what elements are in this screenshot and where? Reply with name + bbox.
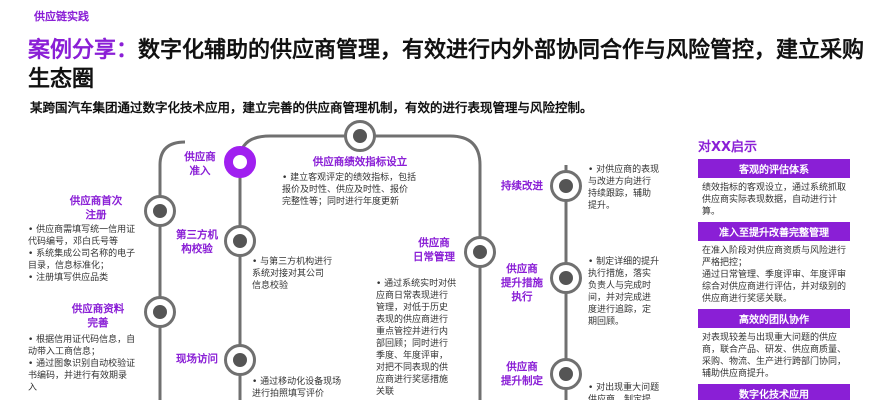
label-upgrade: 供应商 提升措施 执行 [501,263,543,303]
node-complete [144,296,176,328]
node-upgrade [550,262,582,294]
panel-heading-1: 客观的评估体系 [698,159,850,178]
node-plan [550,358,582,390]
panel-body-3: 对表现较差与出现重大问题的供应商，联合产品、研发、供应商质量、采购、物流、生产进… [702,333,847,379]
node-visit [224,344,256,376]
label-plan: 供应商 提升制定 [501,361,543,387]
title-rest: 数字化辅助的供应商管理，有效进行内外部协同合作与风险管控，建立采购生态圈 [28,38,865,92]
label-register: 供应商首次 注册 [69,195,123,221]
label-visit: 现场访问 [176,353,218,365]
label-kpi: 供应商绩效指标设立 [312,156,408,168]
text-visit: • 通过移动化设备现场 进行拍照填写评价 [252,377,342,399]
label-verify-third: 第三方机 构校验 [176,229,218,255]
title-highlight: 案例分享： [28,38,139,63]
panel-body-1: 绩效指标的客观设立，通过系统抓取供应商实际表现数据，自动进行计算。 [702,183,847,217]
panel-heading-4: 数字化技术应用 [698,384,850,400]
page-title: 案例分享：数字化辅助的供应商管理，有效进行内外部协同合作与风险管控，建立采购生态… [28,36,868,94]
node-verify-third [224,225,256,257]
label-improve: 持续改进 [501,180,543,192]
node-daily [464,236,496,268]
text-upgrade: • 制定详细的提升 执行措施，落实 负责人与完成时 间，并对完成进 度进行追踪，… [588,257,660,327]
node-kpi [344,120,376,152]
text-register: • 供应商需填写统一信用证 代码编号，邓白氏号等 • 系统集成公司名称的电子 目… [28,225,136,283]
page-subtitle: 某跨国汽车集团通过数字化技术应用，建立完善的供应商管理机制，有效的进行表现管理与… [30,100,593,115]
node-register [144,195,176,227]
label-daily: 供应商 日常管理 [413,237,455,263]
text-improve: • 对供应商的表现 与改进方向进行 持续跟踪，辅助 提升。 [588,165,660,211]
text-plan: • 对出现重大问题 供应商，制定提 [588,383,660,400]
text-daily: • 通过系统实时对供 应商日常表现进行 管理，对低于历史 表现的供应商进行 重点… [376,279,457,397]
panel-title: 对XX启示 [698,140,758,155]
node-improve [550,170,582,202]
insight-panel: 对XX启示 客观的评估体系 绩效指标的客观设立，通过系统抓取供应商实际表现数据，… [698,136,850,400]
panel-heading-2: 准入至提升改善完整管理 [698,222,850,241]
label-admit: 供应商 准入 [184,151,216,177]
text-complete: • 根据信用证代码信息，自 动带入工商信息； • 通过图象识别自动校验证 书编码… [28,335,136,393]
section-tag: 供应链实践 [34,10,89,23]
panel-body-2: 在准入阶段对供应商资质与风险进行严格把控； 通过日常管理、季度评审、年度评审综合… [702,246,847,304]
label-complete: 供应商资料 完善 [71,303,125,329]
panel-heading-3: 高效的团队协作 [698,309,850,328]
text-kpi: • 建立客观评定的绩效指标，包括 报价及时性、供应及时性、报价 完整性等；同时进… [282,173,417,207]
node-admit [224,146,256,178]
text-verify-third: • 与第三方机构进行 系统对接对其公司 信息校验 [252,257,333,291]
